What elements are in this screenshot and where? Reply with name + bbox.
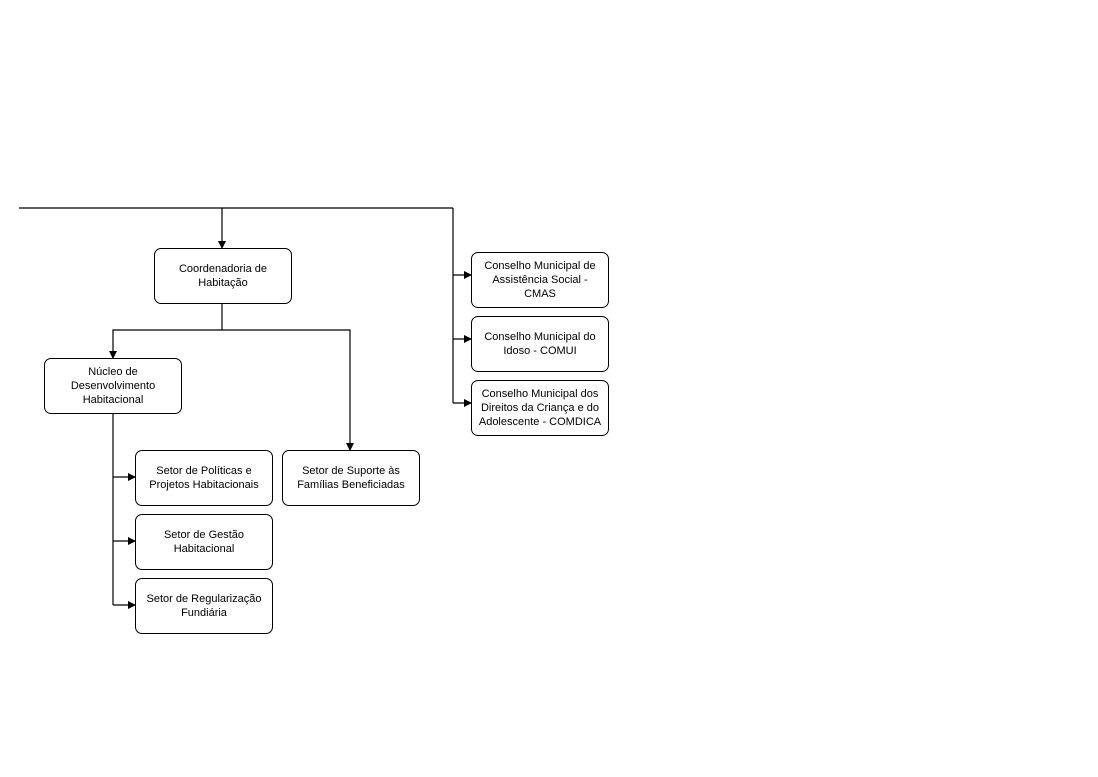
node-conselho-cmas-label: Conselho Municipal de Assistência Social… [484, 260, 596, 300]
node-conselho-comdica-label: Conselho Municipal dos Direitos da Crian… [478, 388, 602, 428]
node-conselho-cmas: Conselho Municipal de Assistência Social… [471, 252, 609, 308]
node-coordenadoria-habitacao: Coordenadoria de Habitação [154, 248, 292, 304]
node-coordenadoria-label: Coordenadoria de Habitação [178, 263, 268, 289]
node-setor-regularizacao: Setor de Regularização Fundiária [135, 578, 273, 634]
node-conselho-comdica: Conselho Municipal dos Direitos da Crian… [471, 380, 609, 436]
node-setor-suporte-label: Setor de Suporte às Famílias Beneficiada… [297, 465, 405, 491]
node-setor-suporte: Setor de Suporte às Famílias Beneficiada… [282, 450, 420, 506]
node-conselho-comui: Conselho Municipal do Idoso - COMUI [471, 316, 609, 372]
node-conselho-comui-label: Conselho Municipal do Idoso - COMUI [484, 331, 596, 357]
edge-coordenadoria-suporte [222, 329, 354, 451]
node-setor-politicas: Setor de Políticas e Projetos Habitacion… [135, 450, 273, 506]
node-setor-gestao-label: Setor de Gestão Habitacional [163, 529, 245, 555]
node-setor-politicas-label: Setor de Políticas e Projetos Habitacion… [149, 465, 259, 491]
node-nucleo-label: Núcleo de Desenvolvimento Habitacional [70, 366, 156, 406]
node-setor-gestao: Setor de Gestão Habitacional [135, 514, 273, 570]
node-setor-regularizacao-label: Setor de Regularização Fundiária [146, 593, 262, 619]
node-nucleo-desenvolvimento: Núcleo de Desenvolvimento Habitacional [44, 358, 182, 414]
edge-coordenadoria-nucleo [109, 329, 222, 359]
